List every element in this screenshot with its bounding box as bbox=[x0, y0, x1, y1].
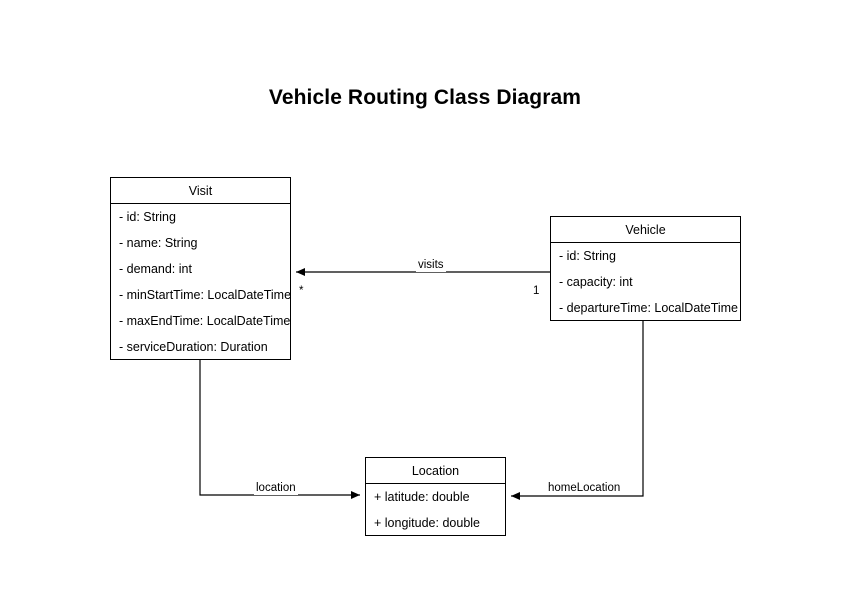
uml-attribute: - minStartTime: LocalDateTime bbox=[119, 288, 292, 302]
uml-attribute: - maxEndTime: LocalDateTime bbox=[119, 314, 291, 328]
uml-attribute: + latitude: double bbox=[374, 490, 470, 504]
association-multiplicity-visit-end: * bbox=[299, 285, 304, 297]
uml-class-vehicle[interactable]: Vehicle - id: String - capacity: int - d… bbox=[550, 216, 741, 321]
association-homelocation bbox=[511, 321, 644, 500]
uml-class-vehicle-attributes: - id: String - capacity: int - departure… bbox=[551, 243, 740, 321]
uml-attribute: - capacity: int bbox=[559, 275, 633, 289]
association-label-homelocation: homeLocation bbox=[546, 482, 623, 495]
uml-class-location-name: Location bbox=[366, 458, 505, 484]
association-location-line bbox=[199, 360, 360, 499]
association-homelocation-line bbox=[511, 321, 644, 500]
uml-attribute: - departureTime: LocalDateTime bbox=[559, 301, 739, 315]
association-label-visits: visits bbox=[416, 259, 446, 272]
association-multiplicity-vehicle-end: 1 bbox=[533, 285, 540, 297]
uml-attribute: - demand: int bbox=[119, 262, 192, 276]
uml-attribute: - id: String bbox=[559, 249, 616, 263]
uml-class-location[interactable]: Location + latitude: double + longitude:… bbox=[365, 457, 506, 536]
association-location bbox=[199, 360, 360, 499]
uml-attribute: - serviceDuration: Duration bbox=[119, 340, 268, 354]
uml-attribute: - name: String bbox=[119, 236, 198, 250]
uml-class-location-attributes: + latitude: double + longitude: double bbox=[366, 484, 505, 536]
uml-class-visit[interactable]: Visit - id: String - name: String - dema… bbox=[110, 177, 291, 360]
uml-attribute: - id: String bbox=[119, 210, 176, 224]
uml-class-vehicle-name: Vehicle bbox=[551, 217, 740, 243]
uml-attribute: + longitude: double bbox=[374, 516, 480, 530]
page-title: Vehicle Routing Class Diagram bbox=[268, 86, 582, 109]
uml-class-visit-attributes: - id: String - name: String - demand: in… bbox=[111, 204, 292, 360]
association-label-location: location bbox=[254, 482, 298, 495]
uml-class-visit-name: Visit bbox=[111, 178, 290, 204]
